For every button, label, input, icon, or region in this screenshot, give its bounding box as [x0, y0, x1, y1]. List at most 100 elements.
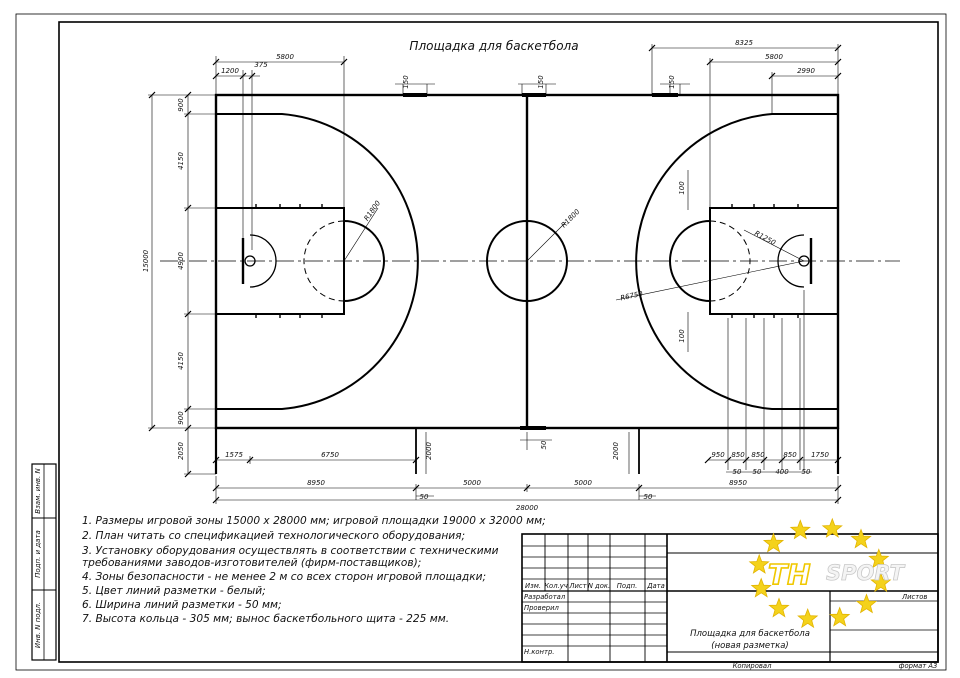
dim-br-850-a: 850	[731, 451, 745, 459]
dim-row2-50-right: 50	[644, 493, 653, 501]
logo-star	[850, 528, 872, 549]
side-strip: Взам. инв. N Подп. и дата Инв. N подл.	[31, 463, 57, 661]
logo-star	[762, 532, 785, 553]
left-free-throw-arc	[343, 220, 385, 302]
logo-star	[789, 519, 811, 540]
stamp-header-sheet: Лист	[568, 582, 587, 590]
dim-bottom-2000-right: 2000	[612, 442, 620, 460]
stamp-copied: Копировал	[733, 662, 772, 670]
dim-br2-50-c: 50	[802, 468, 811, 476]
stamp-header-date: Дата	[646, 582, 665, 590]
dim-right-100-bottom: 100	[678, 329, 686, 343]
logo-th: TH	[768, 558, 811, 591]
note-3: 3. Установку оборудования осуществлять в…	[82, 545, 499, 557]
stamp-drawing-subtitle: (новая разметка)	[711, 641, 788, 651]
dim-br-950: 950	[711, 451, 725, 459]
outer-frame	[15, 13, 947, 671]
logo-star	[870, 571, 892, 593]
dim-row2-50-left: 50	[420, 493, 429, 501]
dim-br2-50-b: 50	[753, 468, 762, 476]
logo-star	[748, 553, 770, 574]
right-hoop	[798, 255, 810, 267]
dim-row2-5000-left: 5000	[463, 479, 481, 487]
note-3-cont: требованиями заводов-изготовителей (фирм…	[82, 557, 421, 569]
dim-left-900-bottom: 900	[177, 411, 185, 425]
right-restricted-arc	[777, 234, 805, 288]
stamp-format: формат А3	[899, 662, 938, 670]
dim-br2-50-a: 50	[733, 468, 742, 476]
left-three-point-line	[216, 113, 419, 410]
dim-bottom-50-center: 50	[540, 440, 548, 449]
dim-radius-restricted: R1250	[753, 229, 777, 247]
dim-br-850-b: 850	[751, 451, 765, 459]
logo-star	[829, 606, 851, 627]
side-label-signature: Подп. и дата	[34, 530, 42, 578]
note-4: 4. Зоны безопасности - не менее 2 м со в…	[82, 571, 486, 583]
dim-top-left-150: 150	[402, 75, 410, 89]
dim-bottom-2000-left: 2000	[425, 442, 433, 460]
note-7: 7. Высота кольца - 305 мм; вынос баскетб…	[82, 613, 449, 625]
logo-star	[750, 577, 772, 598]
dim-br-1750: 1750	[811, 451, 829, 459]
right-lane-marks	[731, 204, 799, 318]
stamp-header-change: Изм.	[525, 582, 541, 590]
dim-br-850-c: 850	[783, 451, 797, 459]
notes-block: 1. Размеры игровой зоны 15000 х 28000 мм…	[82, 515, 546, 625]
dim-top-center-150: 150	[537, 75, 545, 89]
left-lane-marks	[255, 204, 323, 318]
side-label-replacement: Взам. инв. N	[34, 467, 42, 513]
logo-star	[821, 517, 843, 538]
dim-top-left-1200: 1200	[221, 67, 239, 75]
dim-left-15000: 15000	[142, 249, 150, 272]
logo-star	[797, 607, 819, 629]
right-free-throw-arc-dashed	[709, 220, 751, 302]
right-three-point-line	[635, 113, 838, 410]
dim-radius-center: R1800	[560, 207, 582, 229]
left-hoop	[244, 255, 256, 267]
right-free-throw-arc	[669, 220, 711, 302]
left-restricted-arc	[249, 234, 277, 288]
title-block: Изм. Кол.уч Лист N док. Подп. Дата Разра…	[521, 533, 939, 670]
drawing-title: Площадка для баскетбола	[409, 39, 578, 53]
logo-sport: SPORT	[826, 561, 906, 585]
note-5: 5. Цвет линий разметки - белый;	[82, 585, 266, 597]
note-2: 2. План читать со спецификацией технолог…	[82, 530, 465, 542]
note-6: 6. Ширина линий разметки - 50 мм;	[82, 599, 282, 611]
logo-star	[868, 548, 890, 569]
stamp-role-checker: Проверил	[524, 604, 560, 612]
dim-top-left-375: 375	[254, 61, 268, 69]
stamp-drawing-title: Площадка для баскетбола	[690, 629, 810, 639]
dimension-ticks	[148, 44, 842, 504]
dim-left-2050: 2050	[177, 442, 185, 460]
note-1: 1. Размеры игровой зоны 15000 х 28000 мм…	[82, 515, 546, 527]
dim-left-4900: 4900	[177, 252, 185, 270]
dim-top-right-150: 150	[668, 75, 676, 89]
dim-total-28000: 28000	[516, 504, 539, 512]
dim-left-900-top: 900	[177, 98, 185, 112]
logo-stars	[748, 517, 892, 629]
stamp-role-developer: Разработал	[524, 593, 566, 601]
dim-top-right-8325: 8325	[735, 39, 753, 47]
inner-frame	[58, 21, 939, 663]
dim-right-100-top: 100	[678, 181, 686, 195]
dim-row2-8950-right: 8950	[729, 479, 747, 487]
court-plan	[160, 93, 900, 474]
dim-br2-400: 400	[775, 468, 789, 476]
left-free-throw-arc-dashed	[303, 220, 345, 302]
dim-bottom-6750: 6750	[321, 451, 339, 459]
side-label-inventory: Инв. N подл.	[34, 602, 42, 648]
dim-top-left-5800: 5800	[276, 53, 294, 61]
dimension-texts: 5800 1200 375 150 150 8325 5800 2990 150…	[142, 39, 829, 512]
th-sport-logo: TH SPORT	[748, 517, 906, 629]
logo-star	[855, 593, 878, 614]
stamp-header-doc: N док.	[588, 582, 610, 590]
stamp-header-signature: Подп.	[617, 582, 638, 590]
dim-left-4150-bottom: 4150	[177, 352, 185, 370]
dim-top-right-5800: 5800	[765, 53, 783, 61]
stamp-role-norm-control: Н.контр.	[524, 648, 554, 656]
dim-left-4150-top: 4150	[177, 152, 185, 170]
stamp-header-count: Кол.уч	[544, 582, 568, 590]
logo-star	[768, 597, 790, 618]
stamp-sheets-label: Листов	[901, 593, 927, 601]
